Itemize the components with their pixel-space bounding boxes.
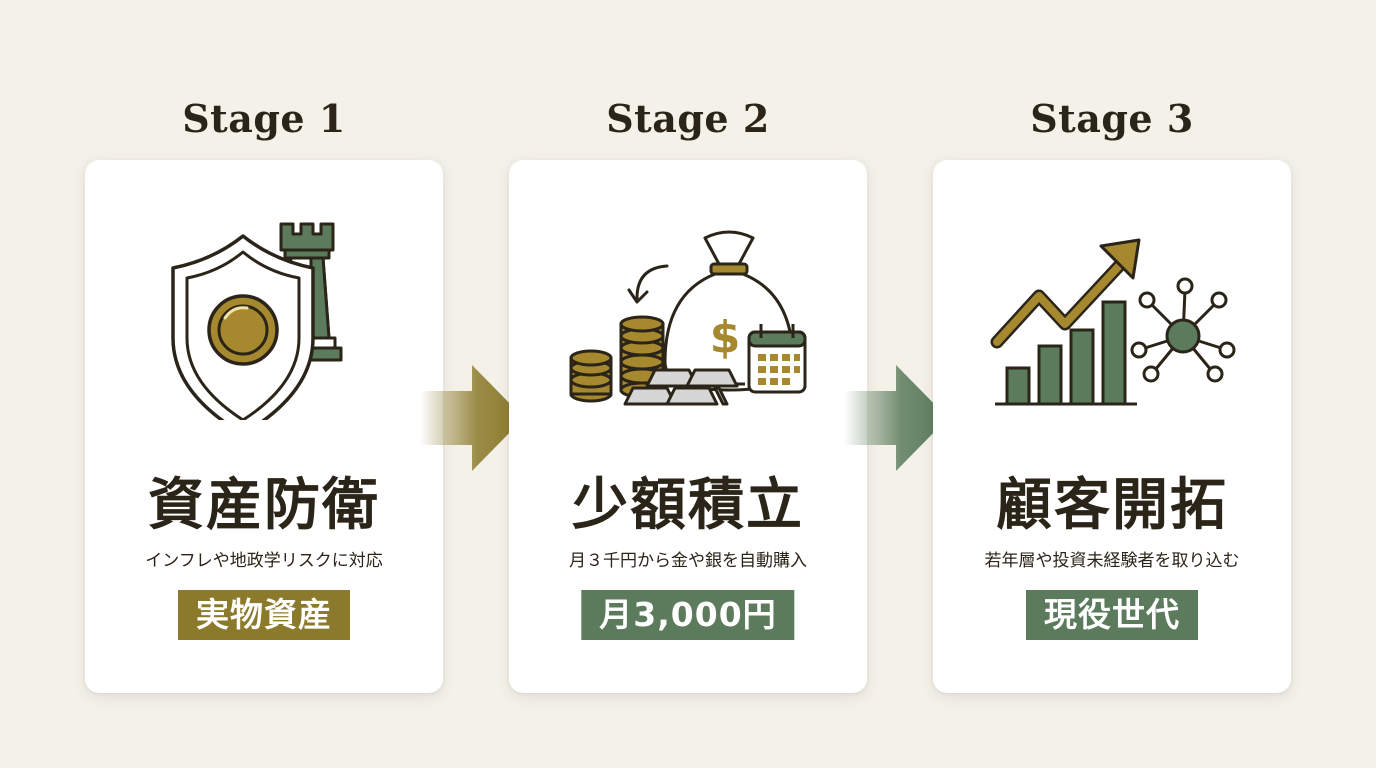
shield-coin-rook-icon — [171, 222, 343, 420]
stage-2-title: Stage 2 — [606, 96, 770, 141]
stage-1-badge: 実物資産 — [178, 590, 350, 640]
stage-1-title: Stage 1 — [182, 96, 346, 141]
stage-2-description: 月３千円から金や銀を自動購入 — [569, 551, 807, 571]
stage-3-badge: 現役世代 — [1026, 590, 1198, 640]
stage-3-description: 若年層や投資未経験者を取り込む — [984, 551, 1240, 571]
stage-2-badge: 月3,000円 — [581, 590, 795, 640]
money-bag-coins-calendar-icon: $ — [569, 230, 807, 406]
arrow-right-icon — [844, 365, 948, 471]
stage-1-heading: 資産防衛 — [148, 472, 380, 538]
stage-1-card: 資産防衛 インフレや地政学リスクに対応 実物資産 — [85, 160, 443, 693]
stage-1-description: インフレや地政学リスクに対応 — [145, 551, 383, 571]
svg-text:$: $ — [710, 312, 741, 363]
stage-3-title: Stage 3 — [1030, 96, 1194, 141]
stage-2-heading: 少額積立 — [572, 472, 804, 538]
stage-3-card: 顧客開拓 若年層や投資未経験者を取り込む 現役世代 — [933, 160, 1291, 693]
arrow-right-icon — [420, 365, 524, 471]
growth-chart-network-icon — [990, 238, 1236, 406]
stage-3-heading: 顧客開拓 — [996, 472, 1228, 538]
stage-2-card: $ — [509, 160, 867, 693]
